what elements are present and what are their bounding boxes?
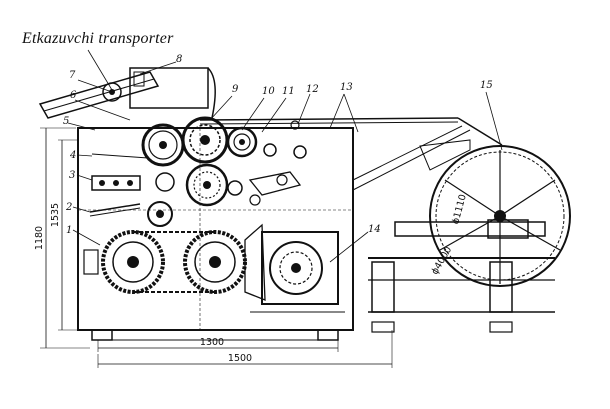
part-number-13: 13 bbox=[340, 82, 353, 93]
diagram-title: Etkazuvchi transporter bbox=[22, 30, 174, 47]
part-number-8: 8 bbox=[176, 54, 182, 65]
left-mechanism bbox=[89, 153, 149, 217]
part-number-14: 14 bbox=[368, 224, 381, 235]
part-number-5: 5 bbox=[63, 116, 69, 127]
leader-lines bbox=[67, 49, 503, 263]
part-number-15: 15 bbox=[480, 80, 493, 91]
dimension-wheel-diameter: ϕ4000 bbox=[429, 245, 454, 277]
output-boom bbox=[199, 117, 503, 191]
dimension-reel-diameter: ϕ1110 bbox=[450, 193, 469, 225]
dimension-width-total: 1500 bbox=[228, 353, 252, 364]
chain-drive bbox=[83, 223, 266, 301]
dimension-height-inner: 1535 bbox=[50, 203, 61, 227]
part-number-12: 12 bbox=[306, 84, 319, 95]
part-number-7: 7 bbox=[69, 70, 76, 81]
part-number-labels: 7 8 6 5 4 3 2 1 9 10 11 12 13 14 15 bbox=[63, 54, 493, 236]
roller-group-upper bbox=[141, 116, 307, 167]
part-number-2: 2 bbox=[65, 202, 72, 213]
dimension-labels: 1180 1535 1300 1500 ϕ4000 ϕ1110 bbox=[34, 193, 469, 364]
dimension-lines bbox=[40, 127, 393, 368]
main-frame bbox=[77, 127, 354, 341]
feed-conveyor bbox=[38, 67, 216, 119]
part-number-10: 10 bbox=[262, 86, 275, 97]
part-number-11: 11 bbox=[282, 86, 295, 97]
gear-group-middle bbox=[147, 163, 302, 227]
support-stand bbox=[368, 257, 555, 333]
part-number-3: 3 bbox=[69, 170, 75, 181]
dimension-width-inner: 1300 bbox=[200, 337, 224, 348]
dimension-height-total: 1180 bbox=[34, 226, 45, 250]
part-number-4: 4 bbox=[69, 150, 76, 161]
part-number-6: 6 bbox=[70, 90, 77, 101]
pickup-reel bbox=[394, 145, 571, 287]
part-number-9: 9 bbox=[232, 84, 239, 95]
electric-motor bbox=[250, 231, 345, 313]
part-number-1: 1 bbox=[66, 225, 72, 236]
